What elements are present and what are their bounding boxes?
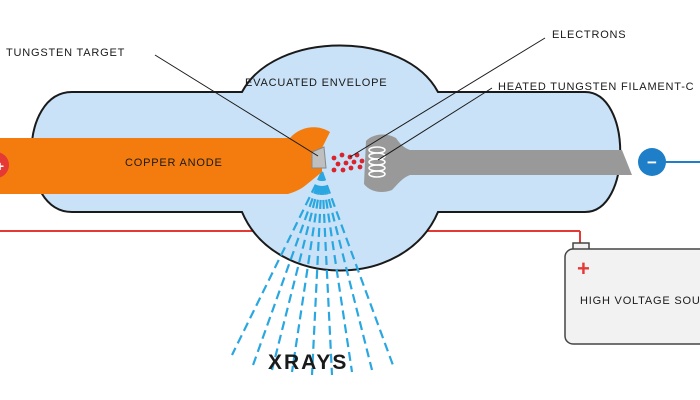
xray-line — [320, 171, 374, 371]
electron — [340, 167, 346, 173]
xray-line — [320, 171, 334, 376]
xray-line — [310, 171, 324, 376]
xray-line — [320, 171, 354, 373]
copper-anode-label: COPPER ANODE — [125, 157, 223, 169]
negative-terminal-sign: − — [647, 153, 657, 172]
electron — [357, 164, 363, 170]
xray-line — [290, 171, 324, 373]
electron — [331, 155, 337, 161]
copper-anode — [0, 127, 330, 194]
battery-plus-sign: + — [577, 256, 590, 281]
electron — [348, 165, 354, 171]
electrons-label: ELECTRONS — [552, 29, 626, 41]
xray-line — [231, 171, 323, 356]
xrays-label: XRAYS — [268, 351, 348, 374]
high-voltage-label: HIGH VOLTAGE SOU — [580, 295, 700, 307]
electron — [351, 159, 357, 165]
electron — [335, 161, 341, 167]
leader-filament — [377, 87, 493, 161]
tungsten-target-label: TUNGSTEN TARGET — [6, 47, 125, 59]
xray-line — [270, 171, 324, 371]
battery-body — [564, 248, 700, 345]
heated-filament-label: HEATED TUNGSTEN FILAMENT-C — [498, 81, 694, 93]
electron — [339, 152, 345, 158]
electron — [331, 167, 337, 173]
negative-terminal — [638, 148, 666, 176]
xray-line — [320, 171, 396, 369]
electron — [343, 160, 349, 166]
tungsten-target — [311, 146, 327, 169]
leader-electrons — [349, 37, 546, 158]
electron — [359, 158, 365, 164]
leader-lines — [154, 37, 546, 161]
xray-beam — [231, 171, 396, 376]
electron-stream — [331, 152, 365, 173]
evacuated-envelope-label: EVACUATED ENVELOPE — [245, 77, 387, 89]
xray-line — [250, 171, 324, 369]
positive-terminal — [0, 152, 9, 178]
cathode — [364, 134, 632, 192]
positive-terminal-sign: + — [0, 158, 4, 174]
leader-tungsten-target — [154, 54, 319, 157]
